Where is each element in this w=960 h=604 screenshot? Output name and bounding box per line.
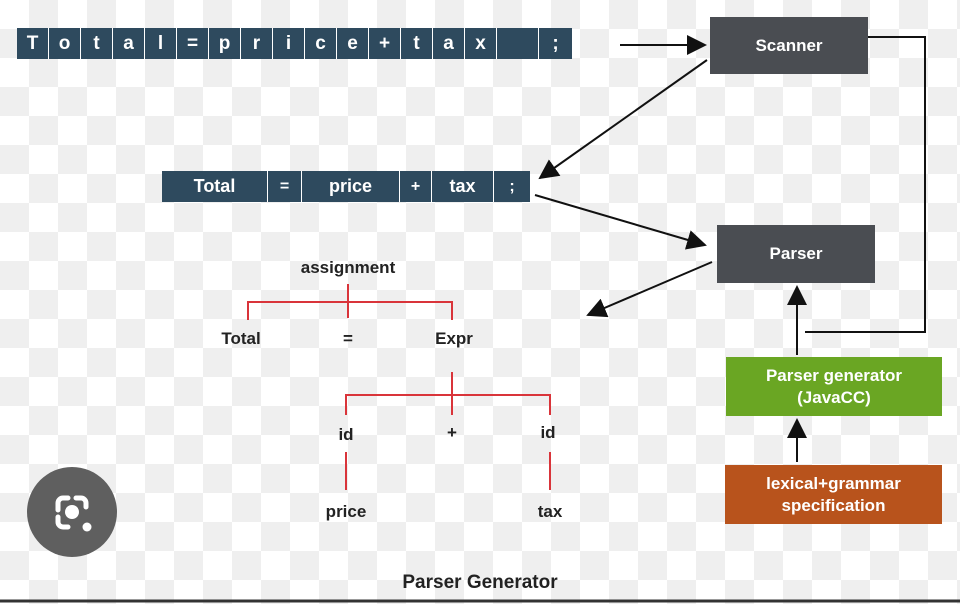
char-token (497, 28, 539, 59)
char-token: c (305, 28, 337, 59)
char-token: a (113, 28, 145, 59)
char-token: t (81, 28, 113, 59)
char-token: l (145, 28, 177, 59)
lens-icon (55, 495, 92, 532)
char-token: T (17, 28, 49, 59)
token-row: Total = price + tax ; (162, 171, 530, 202)
arrow-tokens-to-parser (534, 194, 707, 250)
char-token: + (369, 28, 401, 59)
token: tax (432, 171, 494, 202)
char-token: i (273, 28, 305, 59)
parser-box: Parser (717, 225, 875, 283)
tree-node-total: Total (221, 329, 261, 348)
char-token: t (401, 28, 433, 59)
feedback-line (805, 36, 926, 333)
tree-lines (247, 284, 551, 490)
char-token: e (337, 28, 369, 59)
tree-node-eq: = (343, 329, 353, 348)
arrow-parser-to-tree (586, 261, 713, 318)
tree-node-plus: + (447, 423, 457, 442)
char-token: = (177, 28, 209, 59)
char-token: r (241, 28, 273, 59)
arrow-scanner-to-tokens (538, 59, 708, 180)
char-token: ; (552, 32, 559, 54)
tree-leaf-tax: tax (537, 502, 563, 521)
token: Total (162, 171, 268, 202)
char-token: p (209, 28, 241, 59)
token: ; (509, 177, 515, 195)
token: price (302, 171, 400, 202)
tree-node-expr: Expr (435, 329, 473, 348)
scanner-box: Scanner (710, 17, 868, 74)
spec-box: lexical+grammar specification (725, 465, 942, 524)
parser-generator-box: Parser generator (JavaCC) (726, 357, 942, 416)
lens-button[interactable] (27, 467, 117, 557)
tree-root: assignment (300, 258, 396, 277)
tree-leaf-price: price (325, 502, 367, 521)
token: = (268, 171, 302, 202)
token: + (400, 171, 432, 202)
char-token: a (433, 28, 465, 59)
tree-node-id: id (540, 423, 556, 442)
char-token: x (465, 28, 497, 59)
diagram-title: Parser Generator (402, 572, 558, 593)
char-token: o (49, 28, 81, 59)
tree-node-id: id (338, 425, 354, 444)
